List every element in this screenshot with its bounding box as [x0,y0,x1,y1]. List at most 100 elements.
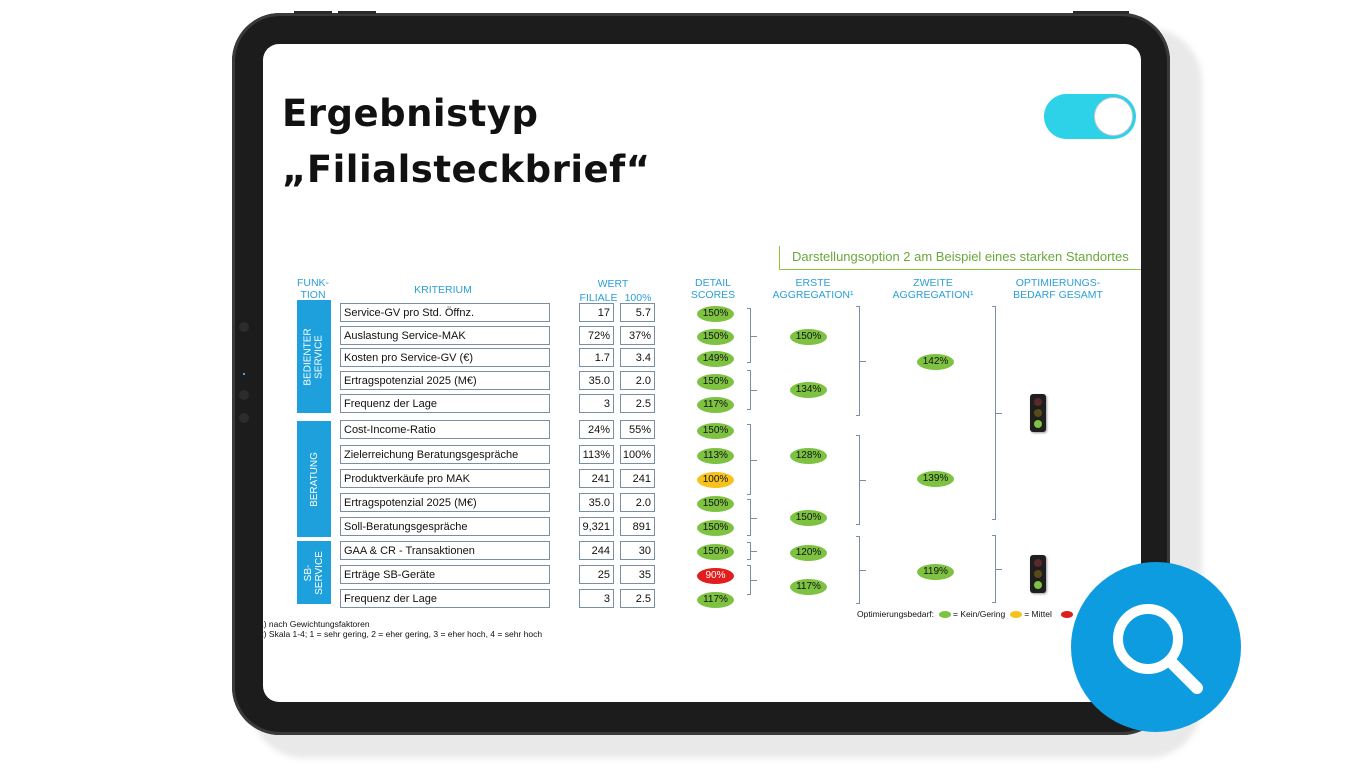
function-block: BERATUNG [297,421,331,537]
table-row-kriterium: GAA & CR - Transaktionen [340,541,550,560]
function-label: BERATUNG [308,451,320,507]
bracket-tick [996,413,1002,414]
traffic-light-lamp [1034,570,1042,578]
display-option-banner: Darstellungsoption 2 am Beispiel eines s… [779,246,1141,270]
first-aggregation-pill: 150% [790,510,827,526]
power-button [1073,11,1129,14]
detail-score-pill: 150% [697,496,734,512]
legend-green-dot [939,611,952,619]
bracket-tick [751,459,757,461]
detail-score-pill: 90% [697,568,734,584]
second-aggregation-pill: 139% [917,471,954,487]
table-row-100: 241 [620,469,655,488]
volume-button [338,11,376,14]
traffic-light-icon [1030,555,1046,593]
bracket [856,306,860,416]
search-button[interactable] [1071,562,1241,732]
table-row-100: 3.4 [620,348,655,367]
first-aggregation-pill: 117% [790,579,827,595]
table-row-filiale: 17 [579,303,614,322]
table-row-100: 35 [620,565,655,584]
first-aggregation-pill: 150% [790,329,827,345]
first-aggregation-pill: 120% [790,545,827,561]
bracket [747,424,751,495]
legend: Optimierungsbedarf:= Kein/Gering= Mittel [857,609,1075,619]
table-row-filiale: 3 [579,394,614,413]
bracket-tick [860,570,866,571]
table-row-filiale: 3 [579,589,614,608]
bracket-tick [751,580,757,581]
bracket [747,370,751,410]
bracket [747,565,751,595]
table-row-kriterium: Ertragspotenzial 2025 (M€) [340,371,550,390]
table-row-filiale: 24% [579,420,614,439]
table-row-kriterium: Produktverkäufe pro MAK [340,469,550,488]
table-row-filiale: 25 [579,565,614,584]
detail-score-pill: 117% [697,397,734,413]
detail-score-pill: 150% [697,329,734,345]
traffic-light-lamp [1034,398,1042,406]
bracket [747,499,751,536]
legend-yellow-label: = Mittel [1024,609,1052,619]
table-row-filiale: 35.0 [579,493,614,512]
table-row-kriterium: Erträge SB-Geräte [340,565,550,584]
page-title-line-1: Ergebnistyp [282,92,539,135]
table-row-filiale: 113% [579,445,614,464]
detail-score-pill: 113% [697,448,734,464]
toggle-switch[interactable] [1044,94,1136,139]
table-row-kriterium: Frequenz der Lage [340,394,550,413]
bracket-tick [751,551,757,552]
table-row-kriterium: Auslastung Service-MAK [340,326,550,345]
table-row-filiale: 9,321 [579,517,614,536]
legend-red-dot [1060,611,1073,619]
table-row-filiale: 241 [579,469,614,488]
traffic-light-lamp [1034,420,1042,428]
sensor-dot [243,373,245,375]
bracket [856,435,860,525]
table-row-100: 891 [620,517,655,536]
bracket [747,542,751,560]
table-row-filiale: 35.0 [579,371,614,390]
table-row-100: 37% [620,326,655,345]
second-aggregation-pill: 142% [917,354,954,370]
table-row-100: 2.5 [620,394,655,413]
bracket [992,535,996,603]
first-aggregation-pill: 134% [790,382,827,398]
table-row-100: 2.0 [620,493,655,512]
table-row-100: 5.7 [620,303,655,322]
table-row-kriterium: Soll-Beratungsgespräche [340,517,550,536]
detail-score-pill: 149% [697,351,734,367]
table-row-kriterium: Cost-Income-Ratio [340,420,550,439]
header-kriterium: KRITERIUM [414,284,472,296]
bracket [747,308,751,363]
traffic-light-icon [1030,394,1046,432]
table-row-kriterium: Zielerreichung Beratungsgespräche [340,445,550,464]
bracket-tick [751,335,757,337]
table-row-filiale: 244 [579,541,614,560]
table-row-kriterium: Kosten pro Service-GV (€) [340,348,550,367]
table-row-100: 55% [620,420,655,439]
header-funktion: FUNK-TION [296,277,330,301]
bracket-tick [860,361,866,362]
detail-score-pill: 150% [697,306,734,322]
camera-dot [239,413,249,423]
table-row-kriterium: Service-GV pro Std. Öffnz. [340,303,550,322]
function-block: SB-SERVICE [297,541,331,604]
traffic-light-lamp [1034,409,1042,417]
page-title-line-2: „Filialsteckbrief“ [282,148,651,191]
table-row-100: 2.0 [620,371,655,390]
detail-score-pill: 150% [697,520,734,536]
traffic-light-lamp [1034,581,1042,589]
bracket [992,306,996,520]
bracket [856,536,860,604]
camera-dot [239,390,249,400]
toggle-knob [1094,97,1133,136]
detail-score-pill: 100% [697,472,734,488]
table-row-kriterium: Ertragspotenzial 2025 (M€) [340,493,550,512]
header-filiale: FILIALE [579,292,618,304]
bracket-tick [860,480,866,481]
header-optimierungsbedarf: OPTIMIERUNGS-BEDARF GESAMT [1013,277,1103,301]
